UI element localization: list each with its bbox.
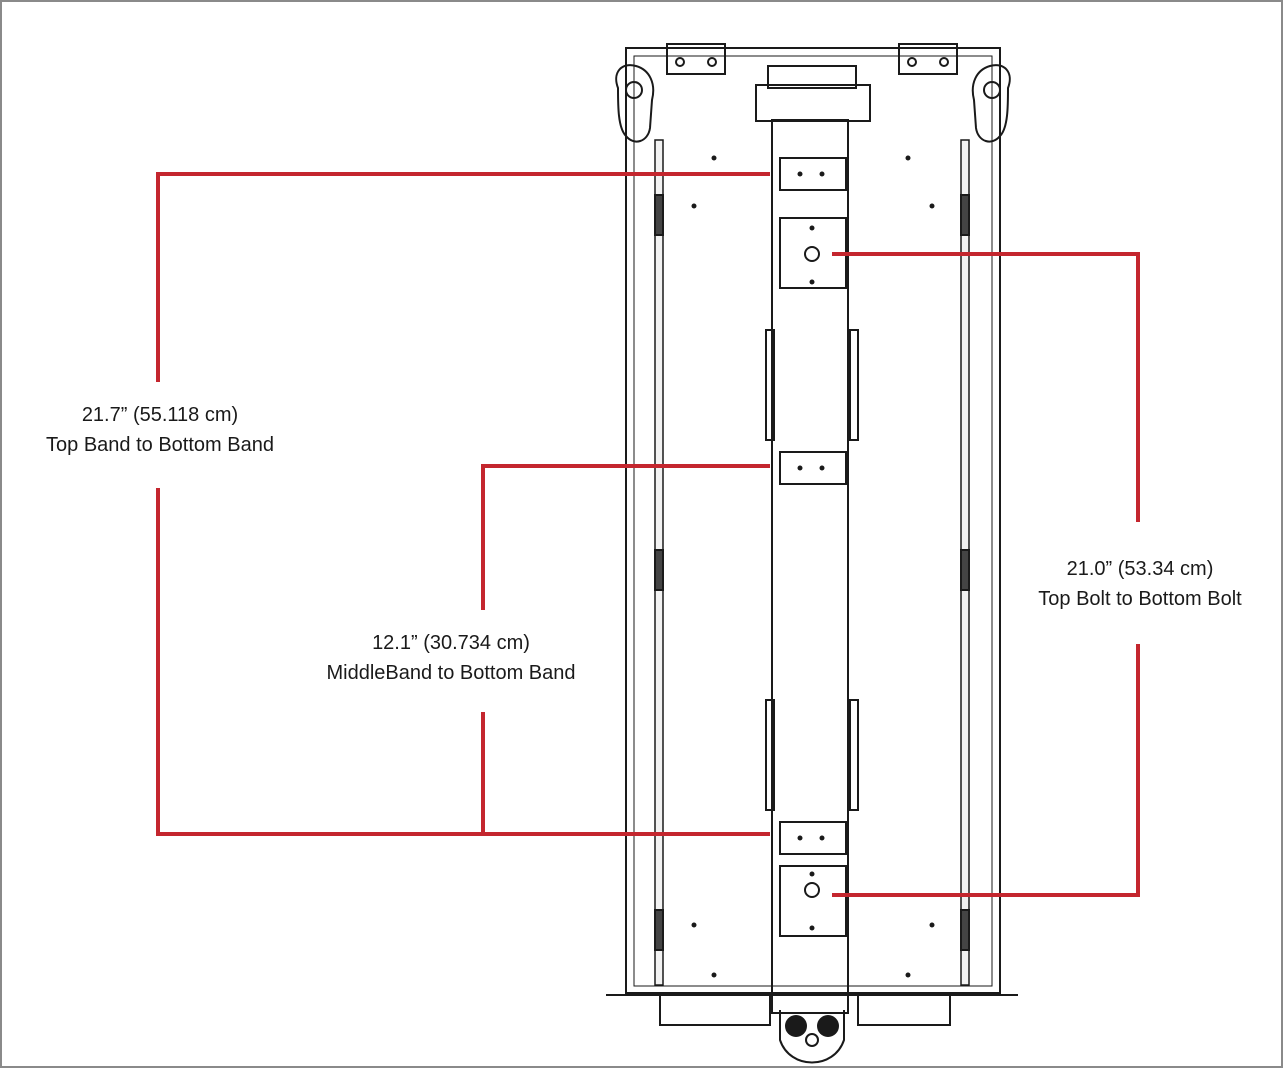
description-text: MiddleBand to Bottom Band — [326, 662, 576, 684]
dimension-label-middle-to-bottom-band: 12.1” (30.734 cm) MiddleBand to Bottom B… — [290, 628, 612, 688]
description-text: Top Band to Bottom Band — [46, 434, 274, 456]
equipment-details — [691, 155, 935, 1037]
bottom-bolt — [804, 882, 820, 898]
equipment-outline — [606, 43, 1018, 1064]
dimension-line-top-to-bottom-band-upper — [156, 172, 770, 382]
top-band — [779, 157, 847, 191]
measurement-text: 21.0” (53.34 cm) — [1066, 558, 1214, 580]
dimension-line-top-to-bottom-band-lower — [156, 488, 770, 836]
top-bolt — [804, 246, 820, 262]
bottom-bolt-plate — [779, 865, 847, 937]
column-foot — [779, 1010, 845, 1064]
dimension-line-top-to-bottom-bolt-lower — [832, 644, 1140, 897]
handle-right — [971, 64, 1011, 143]
dimension-line-middle-to-bottom-band-upper — [481, 464, 770, 610]
dimension-line-top-to-bottom-bolt-upper — [832, 252, 1140, 522]
dimension-label-top-to-bottom-bolt: 21.0” (53.34 cm) Top Bolt to Bottom Bolt — [1000, 554, 1280, 614]
column-cap — [755, 84, 871, 122]
bottom-band — [779, 821, 847, 855]
measurement-text: 12.1” (30.734 cm) — [372, 632, 530, 654]
hinge-left — [666, 43, 726, 75]
dimension-lines — [156, 172, 1140, 897]
hinge-right — [898, 43, 958, 75]
middle-band — [779, 451, 847, 485]
dimension-label-top-to-bottom-band: 21.7” (55.118 cm) Top Band to Bottom Ban… — [10, 400, 310, 460]
handle-left — [615, 64, 655, 143]
description-text: Top Bolt to Bottom Bolt — [1038, 588, 1242, 610]
measurement-text: 21.7” (55.118 cm) — [81, 404, 239, 426]
cabinet-body — [625, 47, 1001, 994]
